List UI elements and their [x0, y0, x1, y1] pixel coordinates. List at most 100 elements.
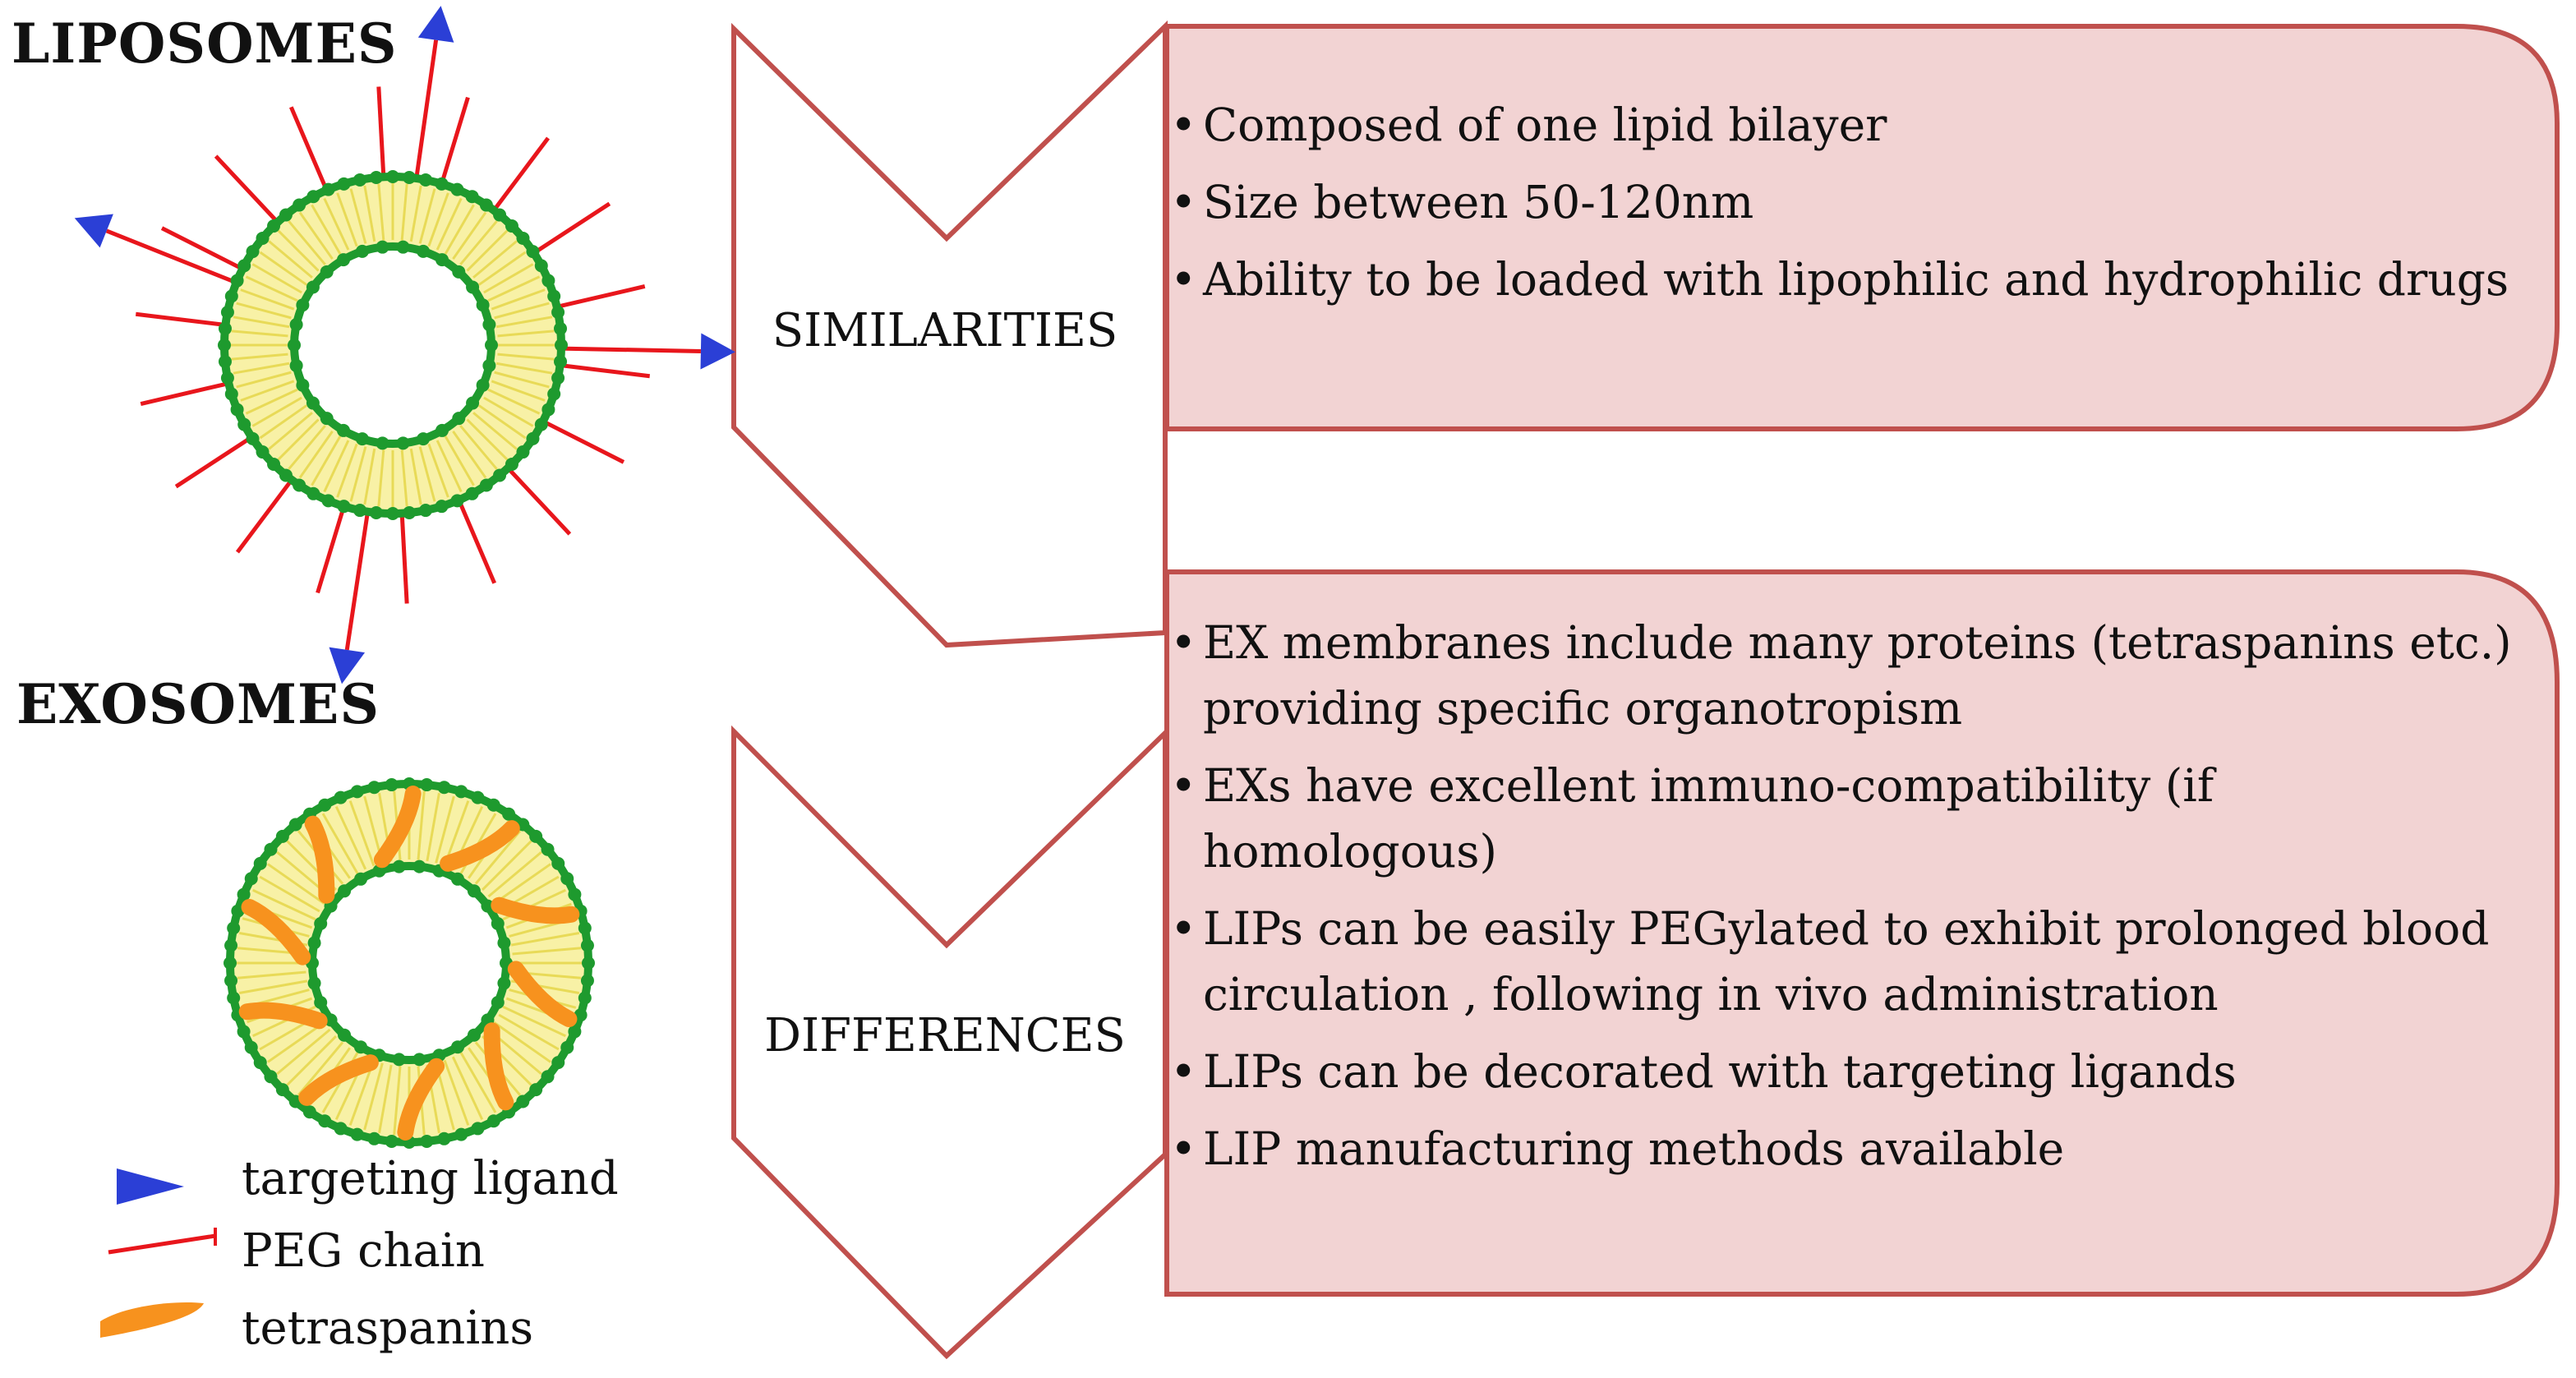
head-group [403, 506, 417, 520]
tetraspanin [440, 820, 520, 872]
lipid-tail [323, 440, 350, 493]
targeting-ligand [417, 6, 454, 43]
peg-chain [235, 478, 293, 554]
head-group [396, 240, 410, 254]
differences-box: EX membranes include many proteins (tetr… [1170, 610, 2551, 1284]
head-group [467, 1028, 481, 1042]
head-group [560, 1040, 574, 1054]
head-group [418, 173, 432, 187]
head-group [355, 244, 369, 258]
head-group [218, 355, 232, 369]
lipid-tail [231, 330, 288, 338]
lipid-tail [452, 430, 487, 479]
lipid-tail [482, 840, 532, 891]
exosome-lipid-tails [237, 790, 582, 1136]
lipid-tail [363, 1062, 384, 1131]
differences-item: EX membranes include many proteins (tetr… [1170, 610, 2518, 741]
head-group [417, 244, 431, 258]
tetraspanins [238, 786, 580, 1141]
lipid-tail [477, 251, 527, 286]
legend-peg-icon [108, 1233, 216, 1255]
differences-label: DIFFERENCES [764, 1009, 1126, 1062]
head-group [354, 1040, 367, 1054]
lipid-tail [435, 795, 455, 864]
head-group [505, 219, 518, 233]
tetraspanin [304, 815, 335, 904]
lipid-tail [288, 220, 326, 265]
head-group [256, 445, 270, 459]
similarities-item: Ability to be loaded with lipophilic and… [1170, 247, 2518, 312]
head-group [220, 306, 234, 320]
differences-item: LIPs can be easily PEGylated to exhibit … [1170, 896, 2518, 1027]
lipid-tail [363, 448, 376, 505]
head-group [306, 396, 320, 410]
head-group [296, 378, 310, 392]
similarities-item: Composed of one lipid bilayer [1170, 92, 2518, 158]
lipid-tail [459, 220, 498, 265]
legend-label-tetraspanins: tetraspanins [242, 1302, 534, 1355]
head-group [296, 298, 310, 312]
head-group [547, 387, 561, 401]
lipid-tail [377, 449, 385, 507]
head-group [486, 1114, 500, 1128]
lipid-tail [497, 330, 555, 338]
lipid-tail [417, 790, 426, 860]
lipid-tail [495, 362, 553, 375]
head-group [338, 1028, 352, 1042]
head-group [482, 358, 496, 372]
head-group [471, 790, 485, 804]
lipid-tail [510, 932, 580, 947]
head-group [244, 872, 258, 886]
lipid-tail [459, 425, 498, 470]
head-group [481, 899, 495, 913]
lipid-tail [348, 800, 376, 867]
head-group [555, 339, 568, 352]
head-group [321, 182, 335, 196]
head-group [482, 318, 496, 332]
head-group [253, 856, 267, 870]
head-group [451, 1040, 464, 1054]
lipid-tail [236, 302, 292, 320]
head-group [454, 785, 468, 799]
head-group [253, 1056, 267, 1070]
head-group [485, 339, 498, 352]
head-group [355, 432, 369, 446]
head-group [350, 785, 364, 799]
lipid-tail [427, 192, 449, 247]
head-group [244, 1040, 258, 1054]
tetraspanin [491, 896, 580, 924]
lipid-tail [321, 813, 359, 874]
liposomes-heading: LIPOSOMES [12, 12, 398, 76]
head-group [465, 486, 479, 500]
head-group [551, 856, 565, 870]
head-group [337, 253, 350, 267]
head-group [337, 177, 351, 191]
lipid-tail [251, 263, 302, 294]
lipid-tail [493, 1021, 551, 1063]
head-group [580, 974, 594, 988]
lipid-tail [427, 443, 449, 498]
head-group [578, 921, 592, 935]
lipid-tail [298, 211, 334, 260]
head-group [307, 936, 321, 950]
head-group [354, 872, 367, 886]
lipid-tail [483, 263, 534, 294]
head-group [560, 872, 574, 886]
head-group [318, 798, 332, 812]
head-group [227, 991, 241, 1005]
head-group [493, 208, 507, 222]
head-group [541, 274, 555, 288]
head-group [526, 431, 540, 445]
lipid-tail [259, 875, 320, 913]
head-group [476, 378, 490, 392]
lipid-tail [426, 792, 440, 862]
head-group [293, 478, 306, 492]
head-group [435, 500, 449, 514]
head-group [376, 240, 389, 254]
head-group [403, 170, 417, 184]
head-group [541, 403, 555, 417]
head-group [227, 921, 241, 935]
head-group [231, 904, 245, 918]
head-group [529, 829, 543, 843]
head-group [497, 976, 511, 990]
